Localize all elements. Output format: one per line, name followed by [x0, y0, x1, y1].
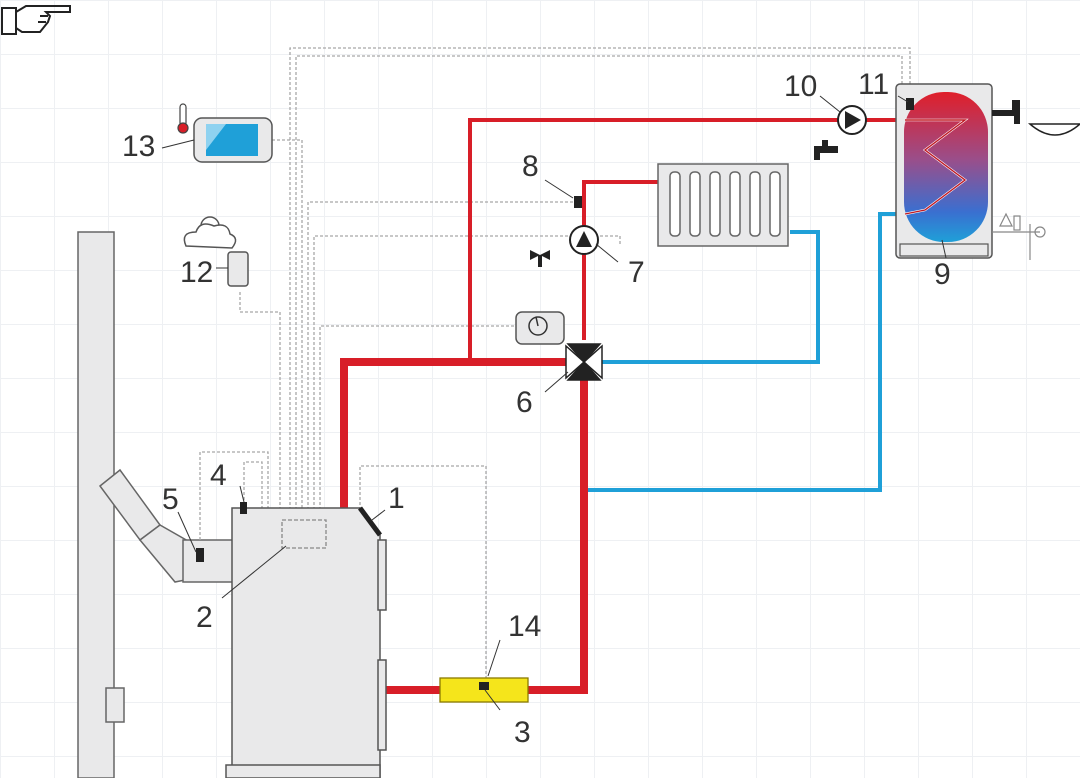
label-13: 13 — [122, 130, 156, 163]
label-11: 11 — [858, 68, 890, 101]
chimney — [77, 231, 125, 778]
signal-cables — [199, 47, 911, 686]
flue-pipe — [98, 468, 234, 583]
leader-lines — [161, 95, 947, 711]
label-2: 2 — [196, 601, 213, 634]
label-5: 5 — [162, 483, 179, 516]
label-3: 3 — [514, 716, 531, 749]
dhw-tank — [895, 83, 993, 259]
heating-pump — [569, 225, 599, 255]
return-sensor — [479, 682, 489, 690]
water-tap-icon — [814, 140, 838, 160]
thermometer-icon — [177, 103, 189, 134]
return-pipes — [588, 212, 900, 492]
outdoor-sensor — [227, 251, 249, 287]
label-14: 14 — [508, 610, 542, 643]
dhw-sensor — [906, 98, 914, 110]
controller — [281, 519, 327, 549]
mixing-valve — [565, 343, 603, 381]
boiler — [225, 506, 387, 778]
label-9: 9 — [934, 258, 951, 291]
heating-sensor — [574, 196, 582, 208]
label-12: 12 — [180, 256, 214, 289]
label-6: 6 — [516, 386, 533, 419]
label-8: 8 — [522, 150, 539, 183]
dhw-pump — [837, 105, 867, 135]
pointing-hand-icon — [1, 5, 71, 35]
label-10: 10 — [784, 70, 818, 103]
flue-sensor — [196, 548, 204, 562]
room-panel — [193, 117, 273, 163]
boiler-sensor — [240, 502, 247, 514]
hot-water-outlet — [992, 100, 1080, 136]
safety-group — [992, 212, 1046, 260]
label-7: 7 — [628, 256, 645, 289]
cloud-sun-icon — [183, 216, 237, 249]
supply-pipes — [340, 118, 905, 694]
label-4: 4 — [210, 459, 227, 492]
radiator — [657, 163, 789, 247]
label-1: 1 — [388, 482, 405, 515]
air-vent-icon — [530, 250, 550, 267]
valve-actuator — [515, 311, 565, 345]
